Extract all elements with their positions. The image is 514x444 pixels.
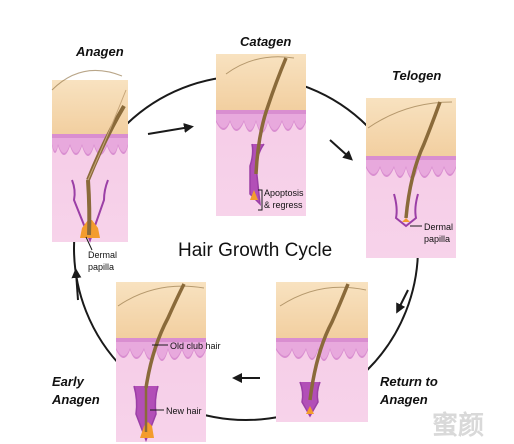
- label-early-line2: Anagen: [51, 392, 100, 407]
- arrow-early-to-anagen: [71, 268, 82, 301]
- label-apoptosis-2: & regress: [264, 200, 303, 210]
- panel-return-to-anagen: [276, 282, 368, 422]
- label-early-line1: Early: [52, 374, 85, 389]
- label-return-line2: Anagen: [379, 392, 428, 407]
- label-telogen: Telogen: [392, 68, 441, 83]
- diagram-title: Hair Growth Cycle: [178, 240, 332, 261]
- label-anagen: Anagen: [75, 44, 124, 59]
- panel-catagen: [216, 54, 306, 216]
- label-dermal-papilla-2: papilla: [88, 262, 114, 272]
- label-catagen: Catagen: [240, 34, 291, 49]
- arrow-telogen-to-return: [396, 289, 409, 314]
- label-new-hair: New hair: [166, 406, 202, 416]
- label-return-line1: Return to: [380, 374, 438, 389]
- label-old-club-hair: Old club hair: [170, 341, 221, 351]
- panel-telogen: [366, 98, 456, 258]
- label-telogen-papilla-1: Dermal: [424, 222, 453, 232]
- label-apoptosis-1: Apoptosis: [264, 188, 304, 198]
- panel-anagen: [51, 69, 128, 243]
- label-telogen-papilla-2: papilla: [424, 234, 450, 244]
- panel-early-anagen: [116, 282, 206, 443]
- label-dermal-papilla-1: Dermal: [88, 250, 117, 260]
- arrow-catagen-to-telogen: [329, 139, 353, 161]
- arrow-anagen-to-catagen: [147, 123, 194, 135]
- watermark: 蜜颜: [432, 410, 484, 441]
